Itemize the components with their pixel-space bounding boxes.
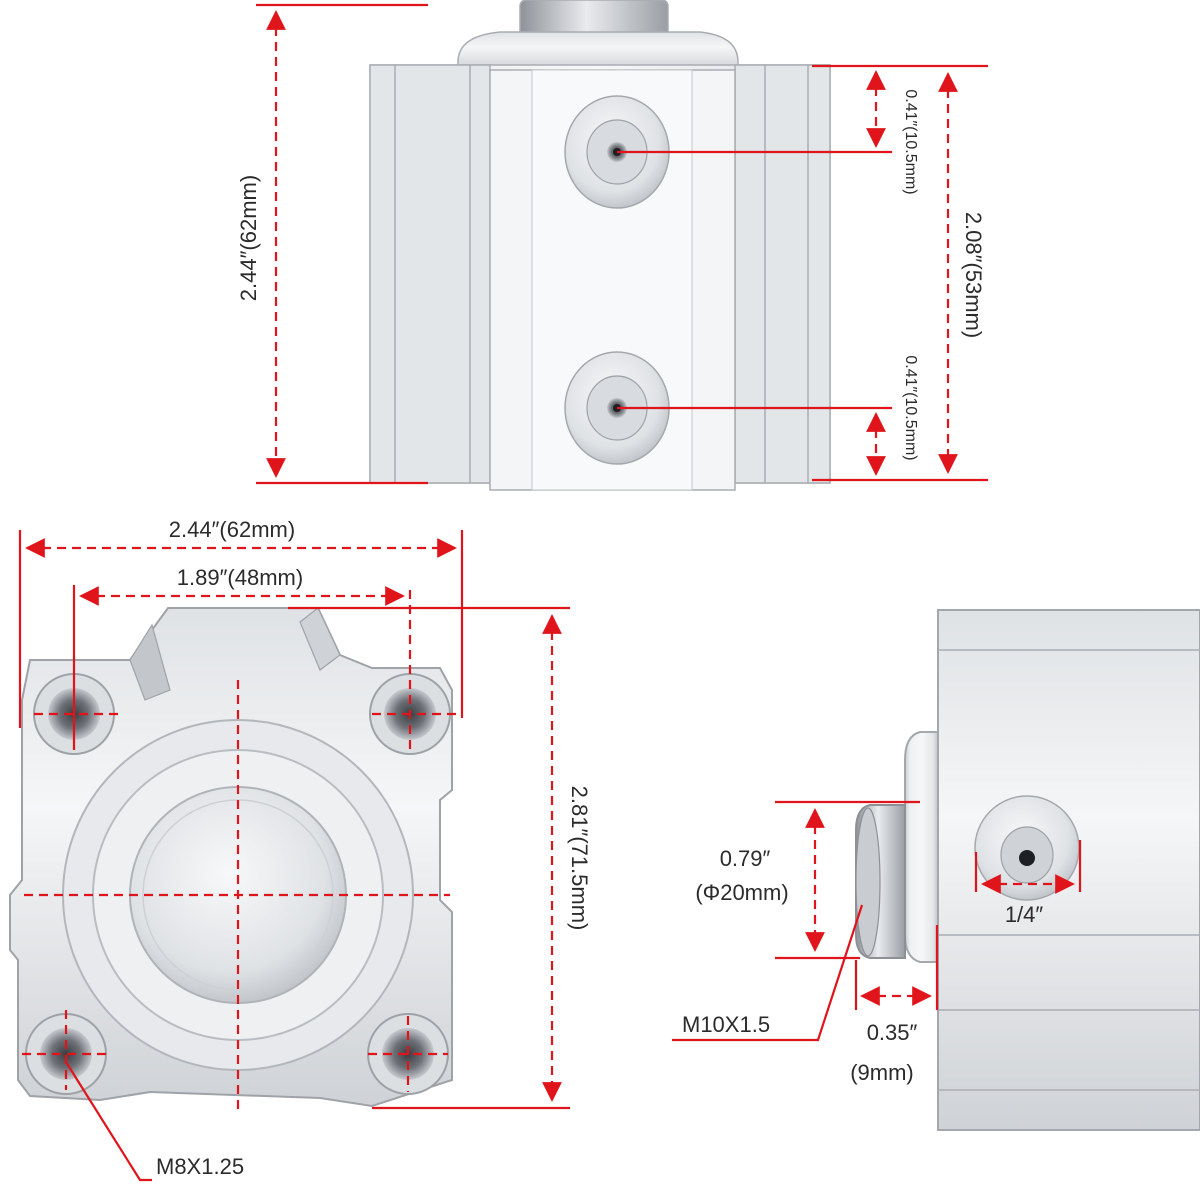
- end-mount-thread-label: M8X1.25: [156, 1154, 244, 1179]
- side-rod-extension-mm-label: (9mm): [850, 1060, 914, 1085]
- side-port-size-label: 1/4″: [1005, 902, 1044, 927]
- side-collar: [904, 731, 939, 963]
- top-left-flank: [369, 64, 491, 484]
- top-port-offset-top-label: 0.41″(10.5mm): [902, 89, 919, 194]
- side-rod-diameter-mm-label: (Φ20mm): [695, 880, 788, 905]
- end-overall-width-label: 2.44″(62mm): [169, 517, 295, 542]
- end-v-notch: [129, 623, 171, 701]
- top-right-flank: [734, 64, 831, 484]
- side-port: [974, 795, 1080, 901]
- end-hole-spacing-label: 1.89″(48mm): [177, 565, 303, 590]
- top-view: 2.44″(62mm) 0.41″(10.5mm) 0.41″(10.5mm) …: [236, 0, 988, 491]
- top-port-offset-bottom-label: 0.41″(10.5mm): [902, 355, 919, 460]
- top-overall-height-label: 2.44″(62mm): [236, 175, 261, 301]
- end-overall-height-label: 2.81″(71.5mm): [567, 786, 592, 931]
- side-rod-extension-in-label: 0.35″: [867, 1020, 918, 1045]
- side-view: 0.79″ (Φ20mm) M10X1.5 0.35″ (9mm) 1/4″: [672, 609, 1200, 1131]
- side-rod-diameter-in-label: 0.79″: [720, 846, 771, 871]
- end-view: 2.44″(62mm) 1.89″(48mm) 2.81″(71.5mm) M8…: [9, 517, 592, 1182]
- top-collar: [457, 31, 739, 71]
- side-rod-thread-label: M10X1.5: [682, 1012, 770, 1037]
- top-port-spacing-label: 2.08″(53mm): [961, 212, 986, 338]
